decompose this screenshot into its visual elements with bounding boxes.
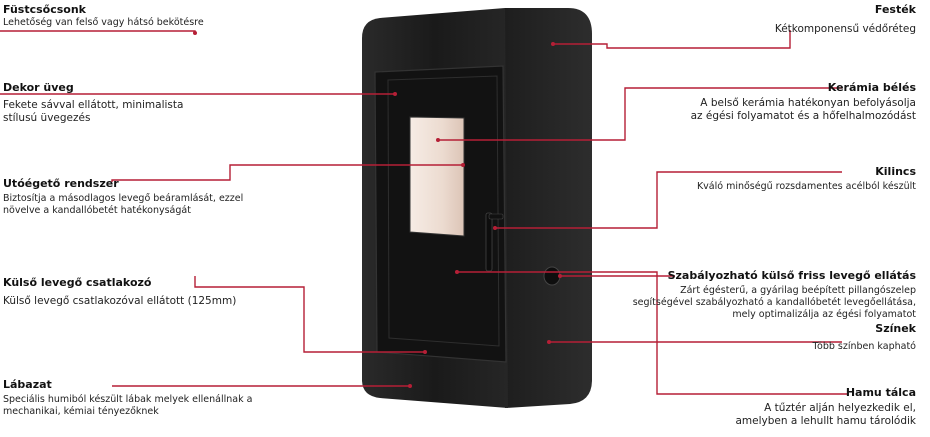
air-intake-knob-icon	[543, 266, 561, 286]
callout-dots	[193, 31, 562, 388]
label-kulso-levego: Külső levegő csatlakozó Külső levegő csa…	[3, 276, 236, 308]
label-kilincs: Kilincs Kváló minőségű rozsdamentes acél…	[697, 165, 916, 193]
desc-kilincs: Kváló minőségű rozsdamentes acélból kész…	[696, 180, 916, 192]
label-festek: Festék Kétkomponensű védőréteg	[775, 3, 916, 36]
flame-window	[409, 116, 465, 237]
stove-side-panel	[505, 8, 592, 408]
desc-utoegeto-2: növelve a kandallóbetét hatékonyságát	[3, 204, 191, 216]
title-labazat: Lábazat	[3, 378, 52, 391]
label-labazat: Lábazat Speciális humiból készült lábak …	[3, 378, 252, 418]
desc-hamu-talca-2: amelyben a lehullt hamu tárolódik	[735, 414, 917, 427]
label-dekor-uveg: Dekor üveg Fekete sávval ellátott, minim…	[3, 81, 183, 125]
title-kulso-levego: Külső levegő csatlakozó	[3, 276, 152, 289]
label-szabalyozhato: Szabályozható külső friss levegő ellátás…	[633, 269, 916, 320]
desc-labazat-1: Speciális humiból készült lábak melyek e…	[3, 393, 253, 405]
title-utoegeto: Utóégető rendszer	[3, 177, 119, 190]
title-szinek: Színek	[875, 322, 916, 335]
label-utoegeto: Utóégető rendszer Biztosítja a másodlago…	[3, 177, 243, 217]
desc-dekor-uveg-1: Fekete sávval ellátott, minimalista	[3, 98, 184, 111]
title-festek: Festék	[874, 3, 916, 16]
desc-fustcsocsonk: Lehetőség van felső vagy hátsó bekötésre	[3, 16, 204, 28]
desc-utoegeto-1: Biztosítja a másodlagos levegő beáramlás…	[3, 192, 244, 204]
desc-szabalyozhato-3: mely optimalizálja az égési folyamatot	[732, 308, 916, 320]
label-hamu-talca: Hamu tálca A tűztér alján helyezkedik el…	[736, 386, 917, 428]
desc-labazat-2: mechanikai, kémiai tényezőknek	[3, 405, 159, 417]
desc-szinek: Több színben kapható	[812, 340, 916, 352]
desc-festek: Kétkomponensű védőréteg	[774, 22, 916, 35]
desc-keramia-1: A belső kerámia hatékonyan befolyásolja	[700, 96, 916, 109]
desc-keramia-2: az égési folyamatot és a hőfelhalmozódás…	[690, 109, 916, 122]
desc-kulso-levego: Külső levegő csatlakozóval ellátott (125…	[3, 294, 237, 307]
title-dekor-uveg: Dekor üveg	[3, 81, 74, 94]
title-szabalyozhato: Szabályozható külső friss levegő ellátás	[667, 269, 916, 282]
desc-dekor-uveg-2: stílusú üvegezés	[3, 111, 91, 124]
desc-szabalyozhato-1: Zárt égésterű, a gyárilag beépített pill…	[680, 284, 916, 296]
title-hamu-talca: Hamu tálca	[845, 386, 916, 399]
title-keramia: Kerámia bélés	[827, 81, 916, 94]
title-fustcsocsonk: Füstcsőcsonk	[3, 3, 86, 16]
desc-szabalyozhato-2: segítségével szabályozható a kandallóbet…	[632, 296, 916, 308]
label-keramia: Kerámia bélés A belső kerámia hatékonyan…	[691, 81, 916, 123]
title-kilincs: Kilincs	[875, 165, 916, 178]
label-szinek: Színek Több színben kapható	[812, 322, 916, 353]
desc-hamu-talca-1: A tűztér alján helyezkedik el,	[764, 401, 916, 414]
door-handle-icon	[485, 212, 493, 272]
label-fustcsocsonk: Füstcsőcsonk Lehetőség van felső vagy há…	[3, 3, 204, 29]
